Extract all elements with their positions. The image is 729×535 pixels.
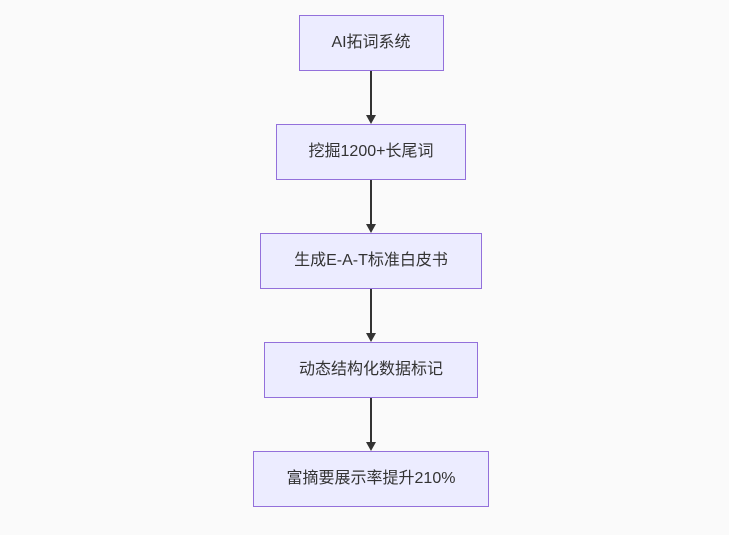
node-ai-keyword-expansion-system: AI拓词系统 [298,15,444,71]
node-label: 生成E-A-T标准白皮书 [294,252,448,269]
arrow-head-icon [366,442,376,451]
flow-edge-4 [366,398,376,451]
flow-edge-2 [366,180,376,233]
arrow-head-icon [366,115,376,124]
node-label: 动态结构化数据标记 [298,361,443,378]
node-eat-whitepaper-generation: 生成E-A-T标准白皮书 [260,233,482,289]
arrow-line [370,289,372,333]
node-label: AI拓词系统 [331,34,411,51]
node-longtail-keyword-mining: 挖掘1200+长尾词 [276,124,466,180]
arrow-head-icon [366,224,376,233]
node-rich-snippet-rate-increase: 富摘要展示率提升210% [253,451,489,507]
arrow-head-icon [366,333,376,342]
flowchart-canvas: AI拓词系统 挖掘1200+长尾词 生成E-A-T标准白皮书 动态结构化数据标记… [253,15,489,507]
node-label: 富摘要展示率提升210% [286,470,456,487]
node-label: 挖掘1200+长尾词 [308,143,434,160]
node-dynamic-structured-data-markup: 动态结构化数据标记 [264,342,478,398]
arrow-line [370,71,372,115]
arrow-line [370,180,372,224]
arrow-line [370,398,372,442]
flow-edge-3 [366,289,376,342]
flow-edge-1 [366,71,376,124]
